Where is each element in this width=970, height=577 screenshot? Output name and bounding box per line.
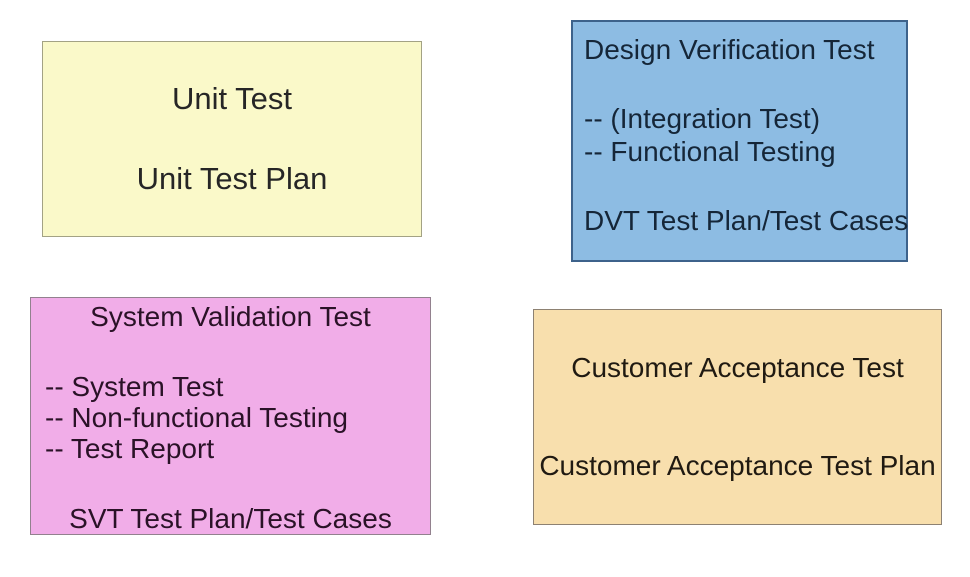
spacer: [584, 66, 902, 102]
dvt-title: Design Verification Test: [584, 34, 875, 65]
svt-item: -- Non-functional Testing: [45, 402, 348, 433]
cat-title: Customer Acceptance Test: [571, 352, 904, 383]
spacer: [584, 168, 902, 204]
cat-plan-label: Customer Acceptance Test Plan: [539, 450, 936, 481]
unit-test-plan-label: Unit Test Plan: [136, 161, 328, 196]
svt-title: System Validation Test: [90, 301, 371, 332]
dvt-footer: DVT Test Plan/Test Cases: [584, 205, 909, 236]
design-verification-test-box: Design Verification Test -- (Integration…: [571, 20, 908, 262]
svt-item: -- System Test: [45, 371, 224, 402]
unit-test-box: Unit Test Unit Test Plan: [42, 41, 422, 237]
svt-footer: SVT Test Plan/Test Cases: [69, 503, 392, 534]
spacer: [31, 464, 430, 503]
dvt-item: -- Functional Testing: [584, 136, 836, 167]
dvt-item: -- (Integration Test): [584, 103, 821, 134]
svt-item: -- Test Report: [45, 433, 215, 464]
unit-test-title: Unit Test: [171, 81, 293, 116]
spacer: [31, 332, 430, 371]
system-validation-test-box: System Validation Test -- System Test --…: [30, 297, 431, 535]
customer-acceptance-test-box: Customer Acceptance Test Customer Accept…: [533, 309, 942, 525]
